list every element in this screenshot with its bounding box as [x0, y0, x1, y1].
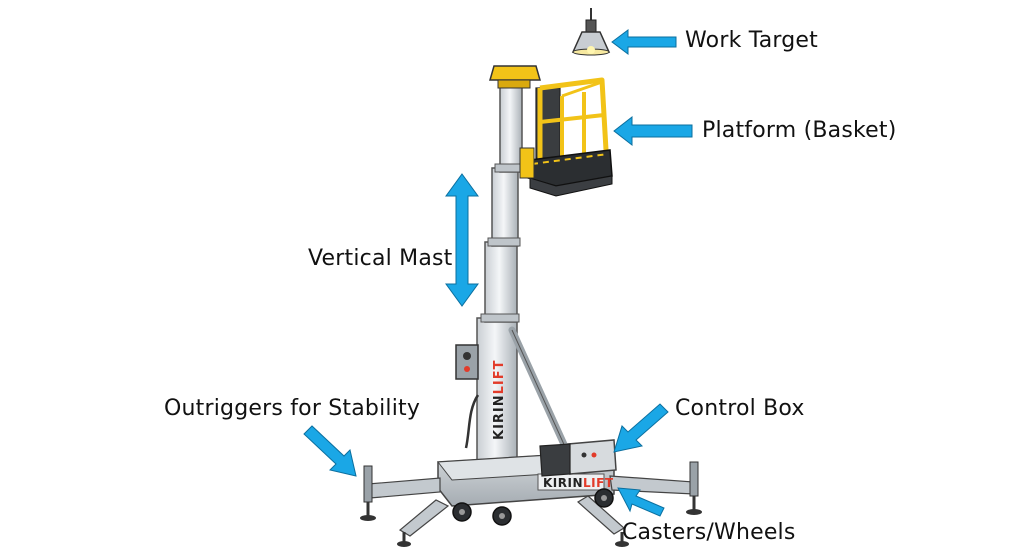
mast-control-panel: [455, 344, 479, 380]
mast-brand-prefix: KIRIN: [492, 394, 507, 440]
label-control-box: Control Box: [675, 396, 805, 421]
base-brand-suffix: LIFT: [583, 476, 614, 490]
label-platform-basket: Platform (Basket): [702, 118, 897, 143]
base-brand-prefix: KIRIN: [543, 476, 583, 490]
arrow-control-box: [613, 403, 669, 453]
lift-base: [360, 326, 702, 547]
mast-brand-suffix: LIFT: [492, 359, 507, 394]
mast-brand-logo: KIRINLIFT: [492, 359, 507, 440]
callout-arrows: [303, 29, 693, 517]
control-box: [539, 439, 617, 477]
arrow-casters: [617, 487, 665, 517]
arrow-work-target: [611, 29, 677, 55]
label-work-target: Work Target: [685, 28, 818, 53]
arrow-outriggers: [303, 425, 357, 477]
base-brand-logo: KIRINLIFT: [543, 476, 614, 490]
platform-basket: [519, 77, 613, 197]
label-vertical-mast: Vertical Mast: [308, 246, 453, 271]
vertical-mast: [464, 65, 541, 471]
work-target-lamp: [571, 8, 611, 56]
label-casters-wheels: Casters/Wheels: [622, 520, 796, 545]
label-outriggers: Outriggers for Stability: [164, 396, 421, 421]
caster-wheels: [452, 488, 614, 526]
arrow-platform: [613, 115, 693, 147]
arrow-vertical-mast: [445, 173, 479, 307]
